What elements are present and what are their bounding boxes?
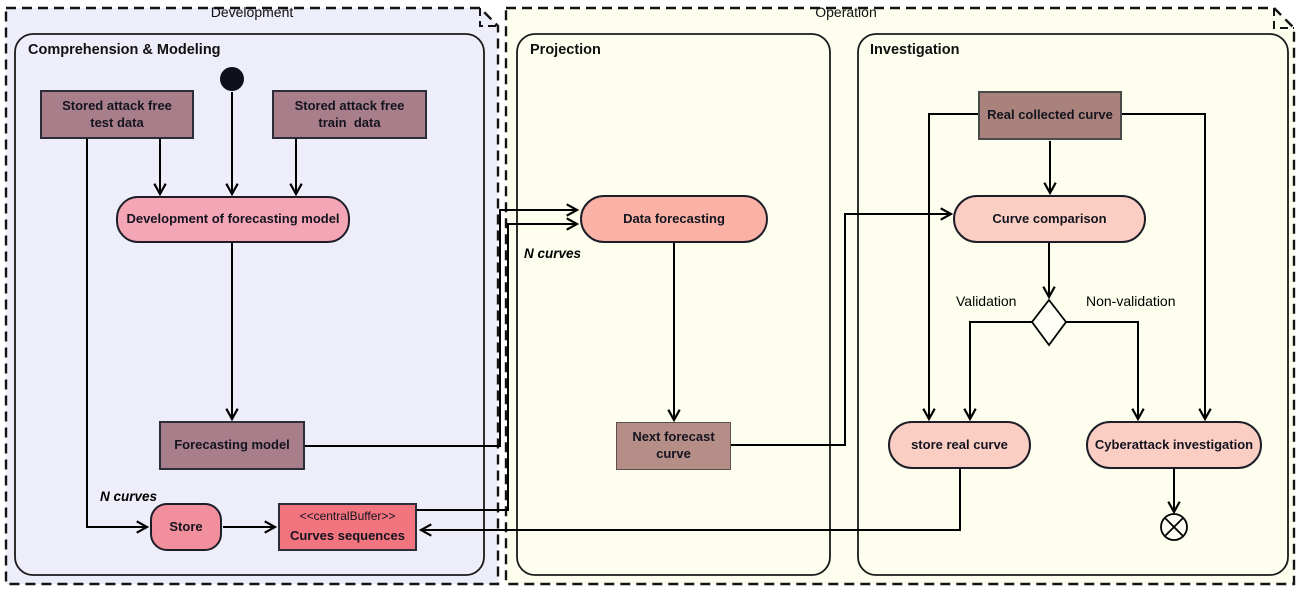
edge-realcurve-to-cyberattack — [1122, 113, 1212, 422]
stored-test-data-node: Stored attack free test data — [40, 90, 194, 139]
operation-frame — [504, 6, 1296, 586]
store-activity: Store — [150, 503, 222, 551]
real-collected-curve-node: Real collected curve — [978, 91, 1122, 140]
development-forecasting-model-label: Development of forecasting model — [126, 211, 340, 227]
edge-curvesseq-to-dataforecasting — [417, 217, 580, 511]
non-validation-guard-label: Non-validation — [1086, 293, 1176, 309]
stored-train-data-label: Stored attack free train data — [294, 97, 405, 130]
cyberattack-investigation-label: Cyberattack investigation — [1094, 436, 1254, 452]
store-real-curve-label: store real curve — [911, 436, 1008, 452]
edge-forecastingmodel-to-dataforecasting — [305, 203, 580, 447]
stored-train-data-node: Stored attack free train data — [272, 90, 427, 139]
next-forecast-curve-node: Next forecast curve — [616, 422, 731, 470]
n-curves-forecast-edge-label: N curves — [524, 246, 582, 261]
data-forecasting-label: Data forecasting — [623, 210, 725, 226]
edge-test-to-store — [86, 139, 150, 534]
real-collected-curve-label: Real collected curve — [987, 107, 1113, 123]
data-forecasting-activity: Data forecasting — [580, 195, 768, 243]
forecasting-model-node: Forecasting model — [159, 421, 305, 470]
flow-edges — [86, 92, 1212, 537]
operation-frame-title: Operation — [815, 4, 877, 20]
decision-node — [1030, 298, 1068, 347]
comprehension-frame-title: Comprehension & Modeling — [28, 42, 221, 58]
curve-comparison-activity: Curve comparison — [953, 195, 1146, 243]
flow-final-node — [1160, 513, 1188, 541]
development-frame-corner-icon — [479, 8, 498, 27]
curves-sequences-label: Curves sequences — [290, 527, 405, 543]
store-label: Store — [169, 518, 203, 534]
edge-storereal-to-curvesseq — [418, 469, 961, 537]
edge-nextcurve-to-comparison — [731, 207, 954, 446]
forecasting-model-label: Forecasting model — [174, 437, 290, 453]
development-frame-title: Development — [210, 4, 294, 20]
edge-realcurve-to-storereal — [922, 113, 978, 422]
development-frame — [4, 6, 500, 586]
central-buffer-stereotype: <<centralBuffer>> — [299, 509, 396, 524]
edge-decision-to-cyberattack — [1066, 321, 1145, 422]
investigation-frame — [857, 33, 1289, 576]
curves-sequences-buffer-node: <<centralBuffer>> Curves sequences — [278, 503, 417, 551]
initial-node — [220, 67, 244, 91]
curve-comparison-label: Curve comparison — [992, 210, 1107, 226]
operation-frame-corner-icon — [1273, 8, 1294, 29]
next-forecast-curve-label: Next forecast curve — [632, 429, 715, 461]
stored-test-data-label: Stored attack free test data — [62, 97, 172, 130]
n-curves-store-edge-label: N curves — [100, 489, 158, 504]
projection-frame-title: Projection — [530, 42, 601, 58]
projection-frame — [516, 33, 831, 576]
investigation-frame-title: Investigation — [870, 42, 960, 58]
comprehension-frame — [14, 33, 485, 576]
edge-decision-to-storereal — [963, 321, 1032, 422]
cyberattack-investigation-activity: Cyberattack investigation — [1086, 421, 1262, 469]
validation-guard-label: Validation — [956, 293, 1017, 309]
development-forecasting-model-activity: Development of forecasting model — [116, 196, 350, 243]
store-real-curve-activity: store real curve — [888, 421, 1031, 469]
